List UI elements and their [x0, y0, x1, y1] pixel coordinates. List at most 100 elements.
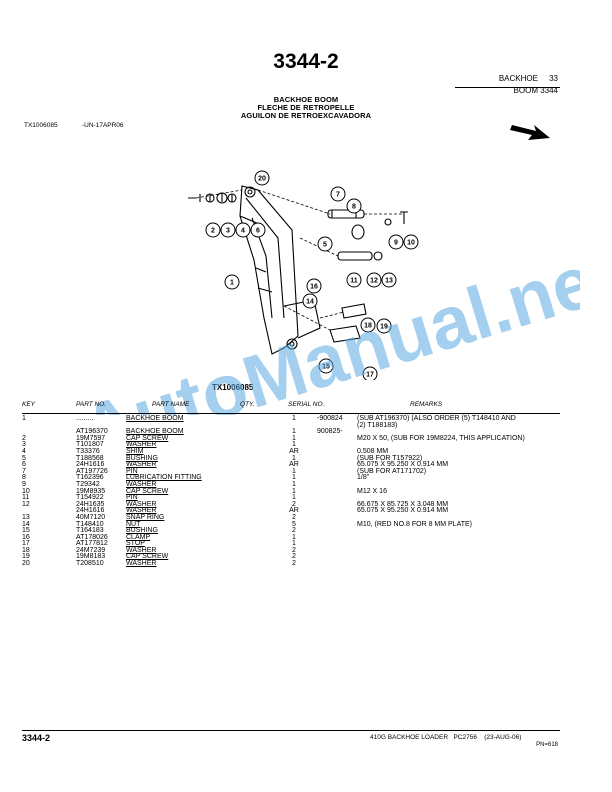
svg-text:18: 18: [364, 323, 372, 330]
cell-qty: 1: [292, 474, 296, 482]
cell-part: 24M7239: [76, 546, 106, 554]
backhoe-boom-diagram: 20 7 8 2 3 4 6 5 9 10 1 11 12 13 16 14 1…: [188, 170, 419, 380]
callout-16: 16: [306, 278, 322, 294]
cell-key: 12: [22, 500, 30, 508]
cell-qty: 2: [292, 560, 296, 568]
cell-serial: [317, 548, 357, 555]
cell-qty: 1: [292, 434, 296, 442]
footer-info: 410G BACKHOE LOADER PC2756 (23-AUG-06): [370, 734, 521, 741]
cell-key: 10: [22, 487, 30, 495]
figure-caption: TX1006085: [212, 383, 254, 392]
cell-part: 19M8183: [76, 553, 106, 561]
cell-name: WASHER: [126, 560, 271, 568]
page-number: 3344-2: [273, 50, 339, 73]
section-line: BACKHOE 33: [499, 74, 558, 83]
cell-qty: 1: [292, 487, 296, 495]
cell-serial: [317, 535, 357, 542]
svg-text:10: 10: [407, 240, 415, 247]
cell-part: 40M7120: [76, 513, 106, 521]
cell-qty: AR: [289, 507, 299, 515]
cell-key: 1: [22, 415, 26, 422]
cell-serial: [317, 456, 357, 463]
part-name-text: WASHER: [126, 441, 157, 449]
section-name: BACKHOE: [498, 74, 538, 83]
part-name-text: CLAMP: [126, 533, 151, 541]
svg-text:7: 7: [336, 192, 340, 199]
cell-part: T208510: [76, 560, 104, 568]
cell-remarks: 1/8": [357, 474, 370, 482]
cell-serial: [317, 475, 357, 482]
cell-name: NUT: [126, 521, 271, 529]
cell-serial: [317, 561, 357, 568]
cell-part: T29342: [76, 480, 100, 488]
callout-8: 8: [346, 198, 362, 214]
cell-name: BUSHING: [126, 454, 271, 463]
callout-1: 1: [224, 274, 240, 290]
callout-11: 11: [346, 272, 362, 288]
part-name-text: BACKHOE BOOM: [126, 428, 184, 436]
svg-text:AutoManual.net: AutoManual.net: [72, 232, 580, 415]
part-name-text: WASHER: [126, 507, 157, 515]
cell-qty: 1: [292, 415, 296, 422]
svg-text:8: 8: [352, 204, 356, 211]
cell-key: 14: [22, 520, 30, 528]
part-name-text: WASHER: [126, 560, 157, 568]
cell-key: 13: [22, 513, 30, 521]
callout-17: 17: [362, 366, 378, 380]
cell-key: 7: [22, 467, 26, 475]
svg-text:9: 9: [394, 240, 398, 247]
cell-qty: AR: [289, 461, 299, 469]
cell-serial: [317, 508, 357, 515]
cell-name: WASHER: [126, 501, 271, 509]
cell-part: T162396: [76, 474, 104, 482]
cell-serial: [317, 449, 357, 456]
cell-key: 17: [22, 540, 30, 548]
figure-date-code: -UN-17APR06: [82, 122, 124, 129]
svg-text:4: 4: [241, 228, 245, 235]
cell-remarks: (SUB FOR T157922): [357, 454, 423, 462]
footer-date: (23-AUG-06): [484, 734, 522, 741]
cell-key: 3: [22, 441, 26, 449]
callout-5: 5: [317, 236, 333, 252]
cell-name: SHIM: [126, 448, 271, 456]
cell-part: T154922: [76, 494, 104, 502]
cell-part: 24H1635: [76, 500, 105, 508]
cell-key: 6: [22, 461, 26, 469]
cell-name: WASHER: [126, 480, 271, 489]
cell-serial: [317, 528, 357, 535]
col-key: KEY: [22, 401, 36, 408]
part-name-text: PIN: [126, 467, 138, 475]
cell-name: PIN: [126, 494, 271, 502]
cell-qty: 1: [292, 454, 296, 462]
svg-text:17: 17: [366, 372, 374, 379]
part-name-text: WASHER: [126, 480, 157, 488]
footer-pn: PN=618: [536, 742, 558, 748]
col-part-name: PART NAME: [152, 401, 190, 408]
cell-remarks: 65.075 X 95.250 X 0.914 MM: [357, 461, 449, 469]
callout-10: 10: [403, 234, 419, 250]
cell-serial: [317, 482, 357, 489]
part-name-text: BACKHOE BOOM: [126, 415, 184, 422]
watermark: AutoManual.net: [72, 232, 580, 415]
part-name-text: BUSHING: [126, 454, 158, 462]
part-name-text: WASHER: [126, 461, 157, 469]
cell-remarks: (2) T188183): [357, 421, 398, 429]
cell-part: T148410: [76, 520, 104, 528]
svg-text:6: 6: [256, 228, 260, 235]
footer-rule: [22, 730, 560, 731]
cell-part: AT178026: [76, 533, 108, 541]
cell-part: T101807: [76, 441, 104, 449]
footer-page-ref: 3344-2: [22, 733, 51, 743]
callout-6: 6: [250, 222, 266, 238]
